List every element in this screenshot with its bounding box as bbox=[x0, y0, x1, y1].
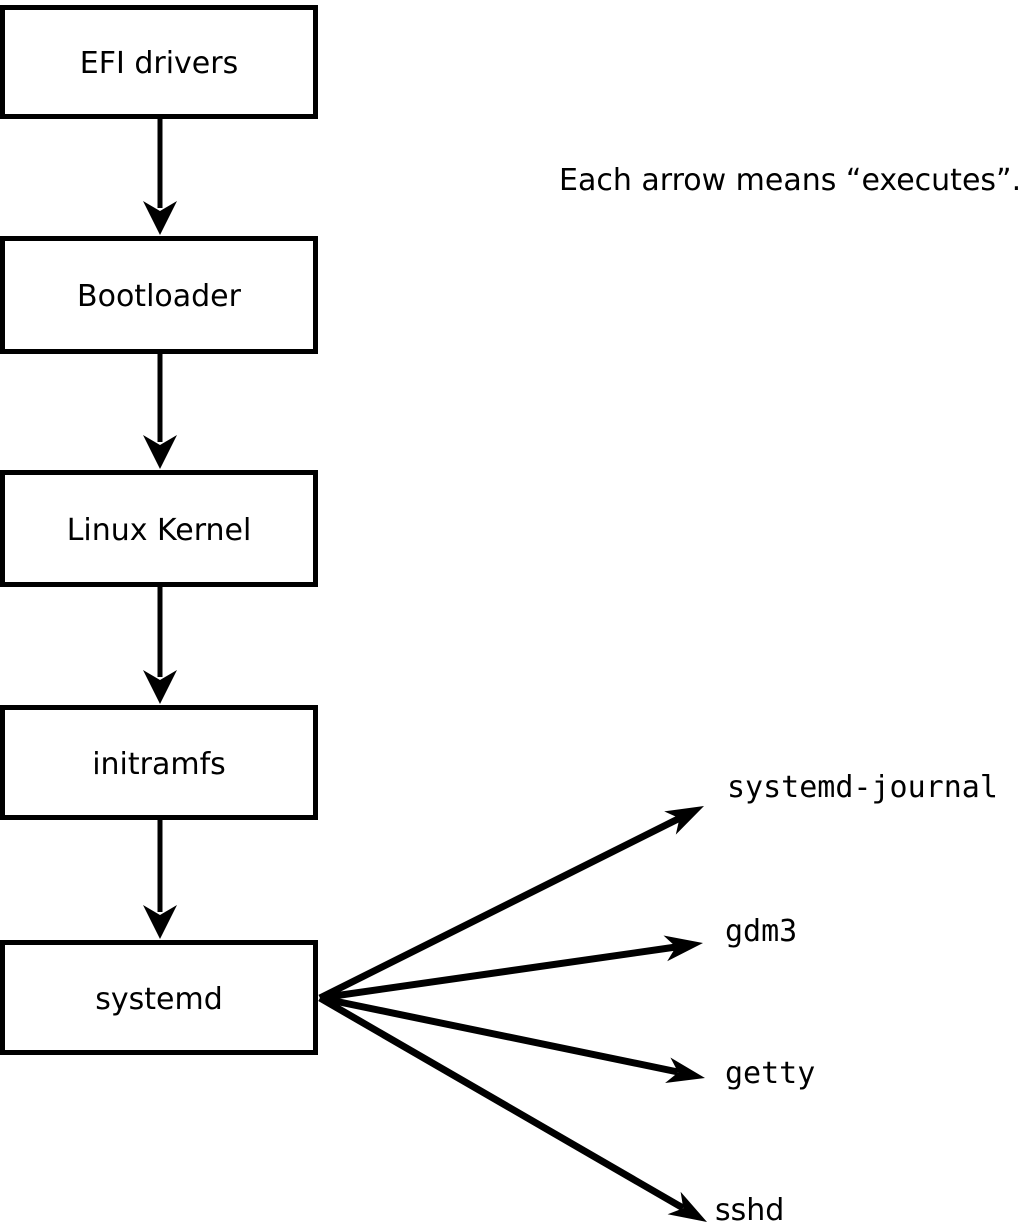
arrow-efi-to-bootloader bbox=[143, 119, 177, 235]
box-efi-drivers-label: EFI drivers bbox=[80, 46, 238, 81]
box-bootloader-label: Bootloader bbox=[77, 279, 242, 314]
arrow-down-head-icon bbox=[143, 201, 177, 235]
box-bootloader-rect bbox=[0, 236, 318, 354]
box-initramfs-label: initramfs bbox=[92, 747, 226, 782]
arrow-meaning-note: Each arrow means “executes”. bbox=[559, 163, 1021, 198]
arrow-stem bbox=[319, 943, 677, 1002]
arrow-kernel-to-initramfs bbox=[143, 587, 177, 704]
box-systemd-label: systemd bbox=[95, 982, 223, 1017]
label-sshd: sshd bbox=[715, 1193, 784, 1228]
arrow-systemd-to-gdm3 bbox=[319, 935, 703, 1002]
label-systemd-journal: systemd-journal bbox=[727, 770, 998, 805]
arrow-right-head-icon bbox=[665, 1057, 705, 1083]
arrow-right-head-icon bbox=[667, 1191, 707, 1222]
arrow-bootloader-to-kernel bbox=[143, 354, 177, 469]
arrow-down-head-icon bbox=[143, 905, 177, 939]
box-linux-kernel: Linux Kernel bbox=[0, 470, 318, 587]
box-efi-drivers-rect bbox=[0, 5, 318, 119]
box-systemd: systemd bbox=[0, 940, 318, 1055]
box-bootloader: Bootloader bbox=[0, 236, 318, 354]
arrow-systemd-to-journal bbox=[318, 806, 704, 1002]
label-gdm3: gdm3 bbox=[725, 914, 797, 949]
arrow-stem bbox=[318, 994, 685, 1212]
arrow-stem bbox=[318, 814, 682, 1002]
label-getty: getty bbox=[725, 1056, 815, 1091]
arrow-down-head-icon bbox=[143, 435, 177, 469]
arrow-down-head-icon bbox=[143, 670, 177, 704]
box-initramfs: initramfs bbox=[0, 705, 318, 820]
arrow-right-head-icon bbox=[663, 935, 703, 962]
arrow-initramfs-to-systemd bbox=[143, 820, 177, 939]
box-linux-kernel-label: Linux Kernel bbox=[67, 513, 252, 548]
box-initramfs-rect bbox=[0, 705, 318, 820]
box-systemd-rect bbox=[0, 940, 318, 1055]
arrow-right-head-icon bbox=[664, 806, 704, 835]
arrow-systemd-to-sshd bbox=[318, 994, 707, 1222]
arrow-stem bbox=[319, 994, 679, 1076]
box-efi-drivers: EFI drivers bbox=[0, 5, 318, 119]
box-linux-kernel-rect bbox=[0, 470, 318, 587]
arrow-systemd-to-getty bbox=[319, 994, 705, 1083]
